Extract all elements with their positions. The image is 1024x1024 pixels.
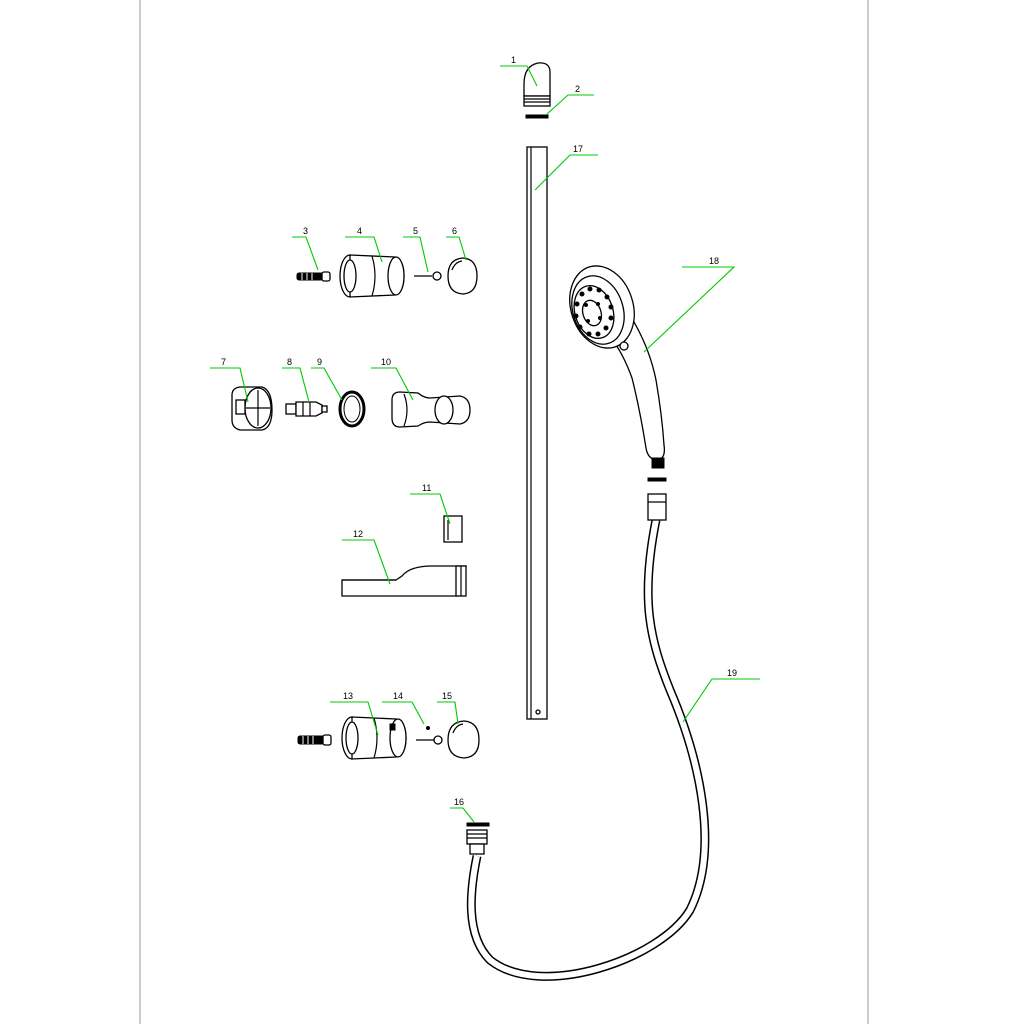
part-9-o-ring bbox=[338, 390, 366, 428]
callout-6: 6 bbox=[452, 226, 457, 236]
callout-7: 7 bbox=[221, 357, 226, 367]
callout-8: 8 bbox=[287, 357, 292, 367]
part-13-wall-plug-lower bbox=[297, 734, 332, 746]
part-5-screw bbox=[414, 271, 442, 281]
part-2-seal-ring bbox=[525, 114, 549, 119]
callout-1: 1 bbox=[511, 55, 516, 65]
callout-19: 19 bbox=[727, 668, 737, 678]
part-11-clip-block bbox=[443, 515, 463, 543]
callout-5: 5 bbox=[413, 226, 418, 236]
part-8-knob-insert bbox=[285, 401, 328, 417]
callout-14: 14 bbox=[393, 691, 403, 701]
callout-10: 10 bbox=[381, 357, 391, 367]
part-16-washer bbox=[466, 822, 490, 827]
part-3-wall-plug bbox=[296, 271, 331, 282]
callout-11: 11 bbox=[422, 483, 431, 493]
part-7-slider-body bbox=[231, 386, 273, 431]
part-19-hose bbox=[466, 477, 710, 981]
part-14-screw bbox=[416, 726, 443, 745]
part-15-cover-cap bbox=[447, 720, 480, 759]
callout-17: 17 bbox=[573, 144, 583, 154]
callout-12: 12 bbox=[353, 529, 363, 539]
part-1-top-cap bbox=[523, 62, 551, 107]
callout-18: 18 bbox=[709, 256, 719, 266]
callout-16: 16 bbox=[454, 797, 464, 807]
part-13-lower-bracket bbox=[341, 716, 407, 760]
callout-15: 15 bbox=[442, 691, 452, 701]
part-18-hand-shower bbox=[569, 265, 666, 469]
callout-3: 3 bbox=[303, 226, 308, 236]
part-10-handset-holder bbox=[391, 391, 471, 428]
callout-4: 4 bbox=[357, 226, 362, 236]
leader-lines bbox=[210, 65, 760, 823]
callout-9: 9 bbox=[317, 357, 322, 367]
part-17-slide-rail bbox=[526, 146, 548, 720]
callout-2: 2 bbox=[575, 84, 580, 94]
part-4-wall-bracket bbox=[339, 254, 405, 298]
callout-labels: 1 2 17 3 4 5 6 7 8 9 10 11 12 18 13 14 1… bbox=[221, 55, 737, 807]
callout-13: 13 bbox=[343, 691, 353, 701]
part-16-hose-nut bbox=[466, 829, 488, 855]
part-12-bracket-arm bbox=[341, 565, 467, 597]
part-6-cover-cap bbox=[447, 257, 478, 295]
spray-nozzles bbox=[573, 286, 614, 337]
